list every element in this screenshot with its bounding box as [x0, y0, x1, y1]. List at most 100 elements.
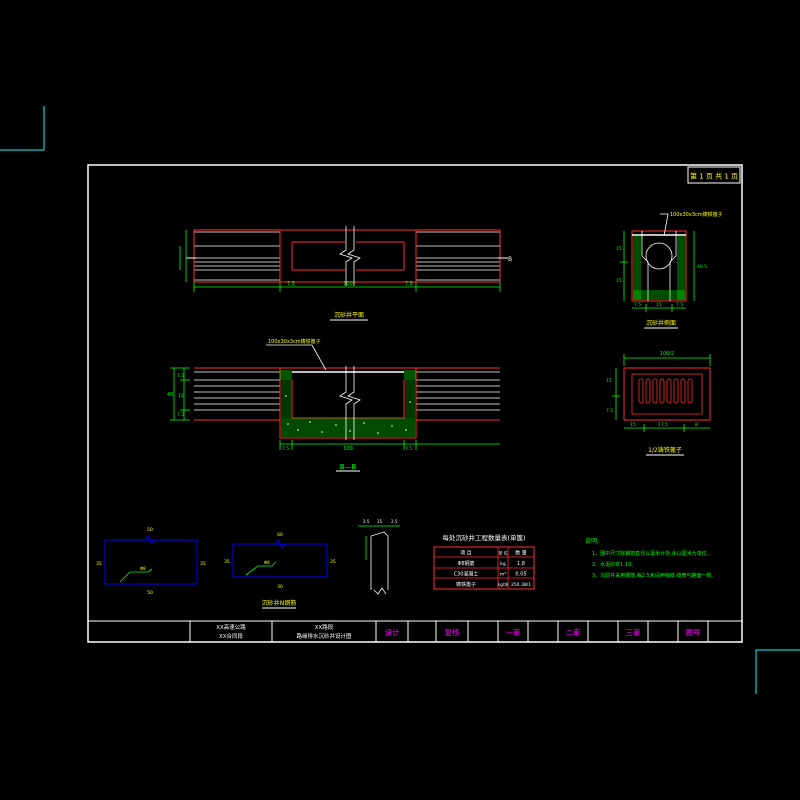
detail-dim-c: 2.5 [391, 519, 398, 524]
page-tag: 第 1 页 共 1 页 [687, 166, 741, 184]
rebar2-dim-bottom: 30 [277, 584, 283, 590]
note-item: 2、水泥砂浆1:10。 [592, 561, 636, 568]
notes-title: 说明: [585, 537, 599, 545]
grate-dim-b: 17.5 [658, 422, 668, 428]
rebar2-dia: Φ8 [264, 560, 270, 565]
section-break-line-left [339, 366, 353, 440]
side-dim-c: 7.5 [676, 302, 683, 308]
side-view: 100x30x3cm铸铁篦子 7.5 15 7.5 40.5 15 15 沉砂井… [616, 211, 723, 329]
plan-pit-outline [193, 229, 501, 283]
curb-profile-detail: 2.5 15 2.5 [358, 519, 400, 595]
section-curb-right [416, 371, 500, 411]
table-cell: 0.05 [515, 572, 526, 578]
rebar-detail-1: 50 35 35 Φ8 50 [96, 527, 206, 596]
plan-dim-right: 7.5 [405, 281, 413, 287]
section-grate-leader [266, 344, 327, 371]
side-title: 沉砂井侧面 [646, 319, 676, 327]
plan-dim-left: 7.5 [287, 281, 295, 287]
review-2-label: 二审 [566, 627, 581, 637]
plan-title: 沉砂井平面 [334, 311, 364, 319]
contract-section: XX合同段 [219, 632, 244, 640]
rebar1-dia: Φ8 [140, 566, 146, 571]
table-cell: kg [500, 561, 506, 567]
note-item: 1、图中尺寸除钢筋直径以毫米计外,余以厘米为单位。 [592, 550, 712, 557]
side-dim-a: 7.5 [634, 302, 641, 308]
page-tag-text: 第 1 页 共 1 页 [690, 172, 738, 181]
rebar2-dim-top: 60 [277, 532, 283, 538]
plan-break-line-left [339, 226, 353, 286]
rebar-title: 沉砂井N钢筋 [262, 599, 297, 607]
half-grate-view: 100/2 15 17.5 8 15 7.5 1/2铸铁篦子 [606, 351, 711, 456]
side-pipe-opening [645, 242, 673, 270]
table-cell: Φ8钢筋 [457, 560, 474, 567]
section-dim-right: 7.5 [405, 446, 412, 452]
section-view: 100x30x3cm铸铁篦子 40 7.5 15 7.5 7.5 100 7.5… [167, 338, 500, 472]
section-dimensions [170, 367, 500, 450]
table-cell: 1.8 [517, 561, 525, 567]
section-concrete-fill [280, 370, 416, 437]
grate-dimensions [612, 354, 711, 432]
grate-dim-a: 15 [630, 422, 636, 428]
side-dim-height: 40.5 [697, 264, 707, 270]
section-curb-left [194, 371, 280, 411]
side-dim-hb: 15 [616, 278, 622, 284]
note-item: 3、沉砂井采用钢筋,每2.5米设伸缩缝,缝宽与路面一致。 [592, 572, 716, 579]
section-dim-length: 100 [343, 446, 353, 452]
grate-dim-c: 8 [695, 422, 698, 428]
side-grate-callout: 100x30x3cm铸铁篦子 [670, 211, 723, 218]
design-label: 设计 [385, 627, 400, 637]
plan-dim-length: 100 [343, 281, 353, 287]
rebar1-dim-right: 35 [200, 561, 206, 567]
table-cell: kg/块 [498, 581, 508, 587]
title-block: XX高速公路 XX合同段 XX路段 路缘排水沉砂井设计图 设计 复核 一审 二审… [88, 620, 742, 642]
project-name: XX高速公路 [216, 623, 246, 631]
table-header-qty: 数 量 [515, 550, 527, 557]
section-dim-bottom: 7.5 [177, 412, 184, 418]
side-dim-b: 15 [656, 302, 662, 308]
grate-slots [638, 378, 693, 404]
section-dim-left: 7.5 [282, 446, 289, 452]
table-cell: C30混凝土 [454, 571, 479, 578]
rebar1-dim-left: 35 [96, 561, 102, 567]
review-1-label: 一审 [506, 627, 521, 637]
side-dim-ha: 15 [616, 246, 622, 252]
table-header-unit: 单 位 [498, 550, 507, 556]
section-aggregate-dots [285, 395, 411, 434]
drawing-name: 路缘排水沉砂井设计图 [296, 632, 352, 640]
section-dim-height: 40 [167, 392, 173, 398]
plan-curb-left [194, 231, 280, 281]
side-dimensions [620, 231, 695, 312]
plan-dimensions [179, 230, 501, 292]
top-left-sheet-mark [0, 106, 45, 151]
rebar1-dim-bottom: 50 [147, 590, 153, 596]
road-section: XX路段 [315, 623, 334, 631]
grate-dim-length: 100/2 [660, 351, 674, 357]
section-title: B—B [340, 463, 357, 471]
notes: 说明: 1、图中尺寸除钢筋直径以毫米计外,余以厘米为单位。 2、水泥砂浆1:10… [585, 537, 716, 579]
side-grate-leader [660, 213, 669, 237]
detail-dim-b: 15 [377, 519, 383, 524]
section-marker-label: B [508, 256, 512, 263]
half-grate-title: 1/2铸铁篦子 [648, 446, 682, 454]
rebar-detail-2: 60 35 35 Φ8 30 沉砂井N钢筋 [224, 532, 336, 609]
table-header-item: 项 目 [460, 551, 472, 557]
section-break-line-right [347, 366, 361, 440]
plan-break-line-right [347, 226, 361, 286]
section-grate-callout: 100x30x3cm铸铁篦子 [268, 338, 321, 345]
rebar2-dim-left: 35 [224, 559, 230, 565]
grate-dim-hb: 7.5 [606, 408, 613, 414]
plan-view: B 7.5 100 7.5 沉砂井平面 [179, 226, 512, 321]
bottom-right-sheet-mark [755, 649, 800, 694]
table-cell: 250.38/1 [511, 582, 531, 588]
review-3-label: 三审 [626, 627, 641, 637]
rebar2-dim-right: 35 [330, 559, 336, 565]
quantity-table: 每处沉砂井工程数量表(单篦) 项 目 单 位 数 量 Φ8钢筋 kg 1.8 C… [433, 533, 535, 590]
section-outline [194, 367, 500, 439]
section-dim-mid: 15 [178, 393, 184, 399]
plan-curb-right [416, 231, 500, 281]
section-dim-top: 7.5 [177, 373, 184, 379]
drawing-frame [87, 164, 743, 643]
grate-dim-ha: 15 [606, 378, 612, 384]
detail-dim-a: 2.5 [363, 519, 370, 524]
